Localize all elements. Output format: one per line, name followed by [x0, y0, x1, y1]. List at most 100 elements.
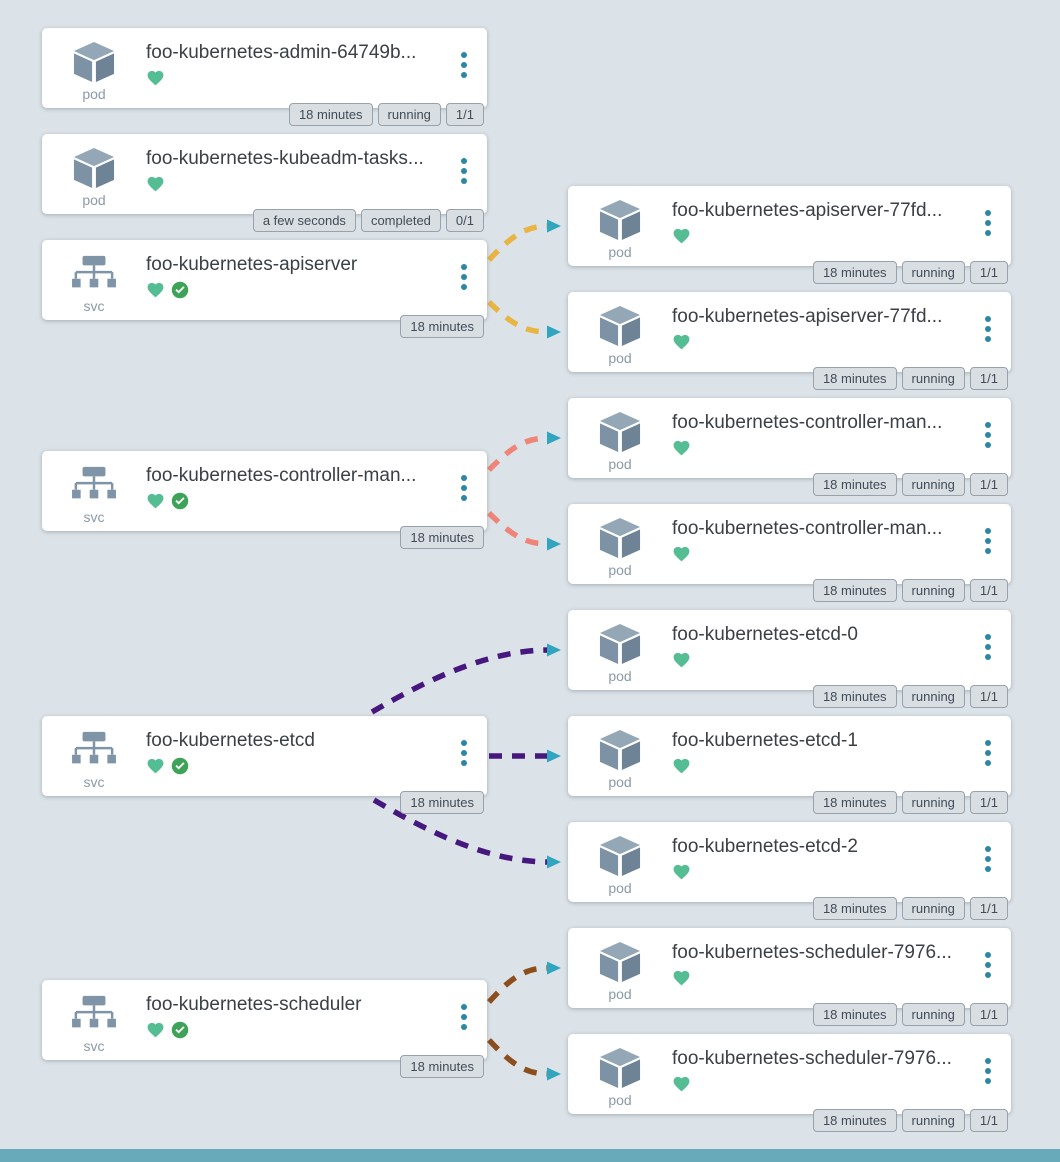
status-badge: running: [901, 685, 965, 708]
node-pod-etcd-2[interactable]: pod foo-kubernetes-etcd-2 18 minutes run…: [568, 822, 1011, 920]
status-badge: running: [377, 103, 441, 126]
node-menu-button[interactable]: [965, 186, 1011, 266]
age-badge: 18 minutes: [812, 1003, 897, 1026]
node-menu-button[interactable]: [965, 610, 1011, 690]
node-svc-controller-manager[interactable]: svc foo-kubernetes-controller-man... 18 …: [42, 451, 487, 549]
node-title: foo-kubernetes-controller-man...: [672, 412, 943, 433]
node-type-label: pod: [608, 456, 632, 472]
node-menu-button[interactable]: [441, 716, 487, 796]
node-pod-apiserver-1[interactable]: pod foo-kubernetes-apiserver-77fd... 18 …: [568, 186, 1011, 284]
age-badge: 18 minutes: [812, 473, 897, 496]
age-badge: 18 minutes: [812, 367, 897, 390]
node-menu-button[interactable]: [441, 240, 487, 320]
kebab-dot: [985, 846, 991, 852]
age-badge: 18 minutes: [288, 103, 373, 126]
node-menu-button[interactable]: [441, 451, 487, 531]
healthy-heart-icon: [146, 492, 165, 510]
node-menu-button[interactable]: [965, 292, 1011, 372]
status-badge: running: [901, 1003, 965, 1026]
healthy-heart-icon: [672, 227, 691, 245]
kebab-dot: [461, 158, 467, 164]
node-menu-button[interactable]: [965, 822, 1011, 902]
node-title: foo-kubernetes-scheduler: [146, 994, 362, 1015]
node-type-label: pod: [608, 1092, 632, 1108]
kebab-dot: [985, 538, 991, 544]
node-pod-controller-manager-2[interactable]: pod foo-kubernetes-controller-man... 18 …: [568, 504, 1011, 602]
status-badge: running: [901, 897, 965, 920]
healthy-heart-icon: [672, 757, 691, 775]
age-badge: 18 minutes: [812, 897, 897, 920]
pod-icon: [597, 517, 643, 559]
ready-badge: 0/1: [445, 209, 484, 232]
healthy-heart-icon: [672, 651, 691, 669]
kebab-dot: [985, 548, 991, 554]
pod-icon: [71, 147, 117, 189]
edge-scheduler-to-pod-1: [486, 961, 561, 1004]
node-menu-button[interactable]: [965, 398, 1011, 478]
node-type-label: svc: [83, 1038, 105, 1054]
node-type-label: svc: [83, 298, 105, 314]
pod-icon: [597, 835, 643, 877]
node-pod-scheduler-1[interactable]: pod foo-kubernetes-scheduler-7976... 18 …: [568, 928, 1011, 1026]
node-type-label: pod: [82, 86, 106, 102]
healthy-heart-icon: [146, 1021, 165, 1039]
pod-icon: [597, 411, 643, 453]
node-svc-apiserver[interactable]: svc foo-kubernetes-apiserver 18 minutes: [42, 240, 487, 338]
ready-badge: 1/1: [969, 261, 1008, 284]
node-title: foo-kubernetes-scheduler-7976...: [672, 942, 952, 963]
node-pod-controller-manager-1[interactable]: pod foo-kubernetes-controller-man... 18 …: [568, 398, 1011, 496]
node-title: foo-kubernetes-controller-man...: [672, 518, 943, 539]
healthy-heart-icon: [672, 439, 691, 457]
pod-icon: [597, 729, 643, 771]
kebab-dot: [461, 168, 467, 174]
pod-icon: [597, 199, 643, 241]
kebab-dot: [461, 760, 467, 766]
kebab-dot: [985, 644, 991, 650]
kebab-dot: [461, 62, 467, 68]
kebab-dot: [461, 72, 467, 78]
node-type-label: svc: [83, 509, 105, 525]
age-badge: 18 minutes: [812, 579, 897, 602]
ready-badge: 1/1: [969, 579, 1008, 602]
check-circle-icon: [171, 757, 189, 775]
node-pod-scheduler-2[interactable]: pod foo-kubernetes-scheduler-7976... 18 …: [568, 1034, 1011, 1132]
node-pod-kubeadm-tasks[interactable]: pod foo-kubernetes-kubeadm-tasks... a fe…: [42, 134, 487, 232]
kebab-dot: [985, 654, 991, 660]
kebab-dot: [985, 1058, 991, 1064]
pod-icon: [597, 1047, 643, 1089]
healthy-heart-icon: [672, 545, 691, 563]
kebab-dot: [985, 326, 991, 332]
node-pod-etcd-1[interactable]: pod foo-kubernetes-etcd-1 18 minutes run…: [568, 716, 1011, 814]
pod-icon: [597, 623, 643, 665]
age-badge: 18 minutes: [812, 791, 897, 814]
node-title: foo-kubernetes-etcd-2: [672, 836, 858, 857]
service-icon: [71, 993, 117, 1035]
node-menu-button[interactable]: [441, 28, 487, 108]
status-badge: running: [901, 367, 965, 390]
node-pod-admin[interactable]: pod foo-kubernetes-admin-64749b... 18 mi…: [42, 28, 487, 126]
status-badge: running: [901, 791, 965, 814]
kebab-dot: [461, 264, 467, 270]
age-badge: 18 minutes: [812, 1109, 897, 1132]
node-svc-etcd[interactable]: svc foo-kubernetes-etcd 18 minutes: [42, 716, 487, 814]
node-menu-button[interactable]: [965, 1034, 1011, 1114]
node-pod-etcd-0[interactable]: pod foo-kubernetes-etcd-0 18 minutes run…: [568, 610, 1011, 708]
kebab-dot: [985, 230, 991, 236]
age-badge: 18 minutes: [812, 261, 897, 284]
healthy-heart-icon: [672, 333, 691, 351]
ready-badge: 1/1: [969, 897, 1008, 920]
pod-icon: [597, 305, 643, 347]
kebab-dot: [461, 284, 467, 290]
node-menu-button[interactable]: [965, 716, 1011, 796]
node-svc-scheduler[interactable]: svc foo-kubernetes-scheduler 18 minutes: [42, 980, 487, 1078]
node-menu-button[interactable]: [441, 134, 487, 214]
ready-badge: 1/1: [969, 1109, 1008, 1132]
node-type-label: pod: [608, 880, 632, 896]
healthy-heart-icon: [672, 863, 691, 881]
node-menu-button[interactable]: [965, 928, 1011, 1008]
node-menu-button[interactable]: [965, 504, 1011, 584]
kebab-dot: [985, 972, 991, 978]
kebab-dot: [985, 422, 991, 428]
node-menu-button[interactable]: [441, 980, 487, 1060]
node-pod-apiserver-2[interactable]: pod foo-kubernetes-apiserver-77fd... 18 …: [568, 292, 1011, 390]
